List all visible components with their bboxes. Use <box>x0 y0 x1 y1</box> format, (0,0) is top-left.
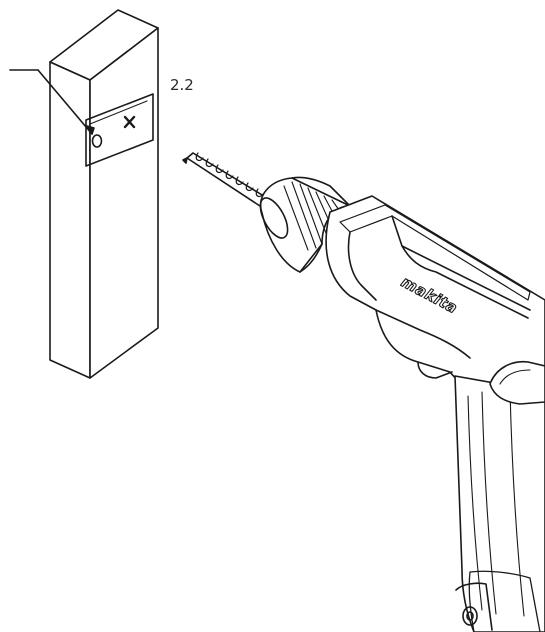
step-label: 2.2 <box>170 76 194 94</box>
drill-trigger <box>489 360 545 405</box>
drill-hole-marker <box>91 134 103 148</box>
cross-mark-icon <box>123 115 136 129</box>
drill-body <box>325 195 545 401</box>
battery-release-icon <box>462 606 478 626</box>
drill-handle <box>454 375 545 632</box>
wall-recess <box>85 93 154 167</box>
wall-panel <box>49 9 159 379</box>
leader-line <box>9 69 95 135</box>
drill-bit <box>182 152 273 211</box>
